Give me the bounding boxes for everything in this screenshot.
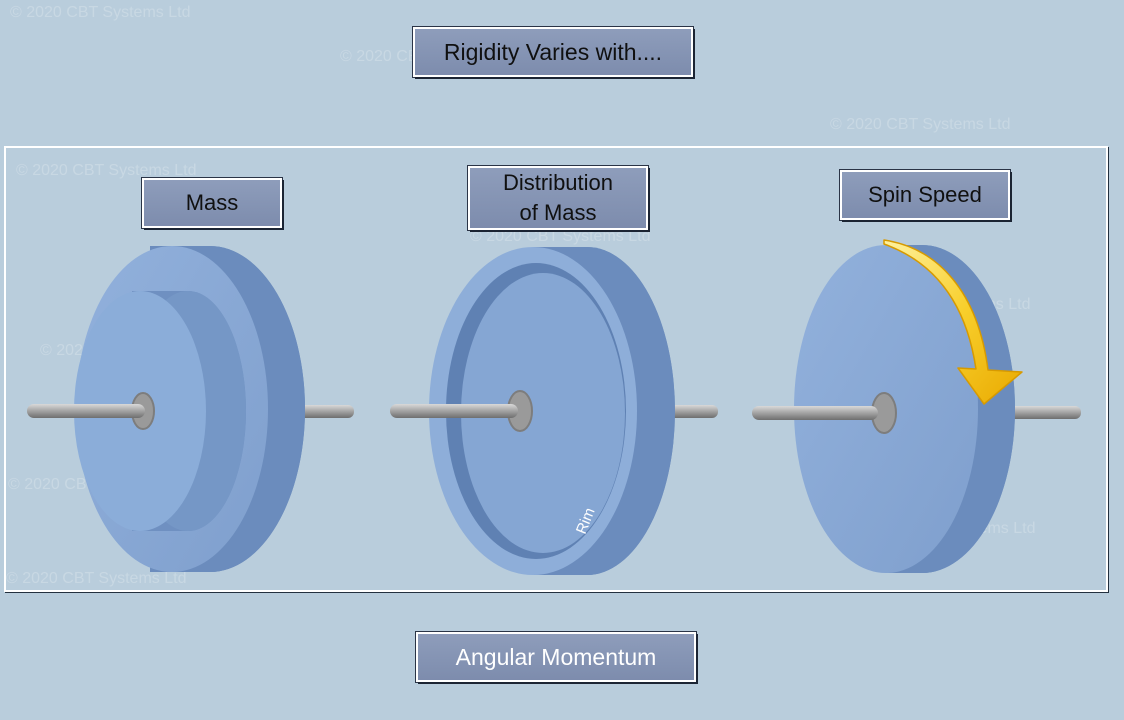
axle-left [27, 404, 145, 418]
diagram-panel [4, 146, 1108, 592]
axle-right [1005, 406, 1081, 419]
distribution-of-mass-label: Distribution of Mass [468, 166, 648, 230]
spin-speed-label: Spin Speed [840, 170, 1010, 220]
mass-text: Mass [185, 190, 239, 215]
distribution-wheel: Rim [390, 247, 718, 575]
title-text: Rigidity Varies with.... [443, 38, 663, 65]
distribution-text-line1: Distribution [502, 170, 614, 195]
title-label: Rigidity Varies with.... [413, 27, 693, 77]
distribution-text-line2: of Mass [519, 200, 597, 225]
mass-label: Mass [142, 178, 282, 228]
angular-momentum-text: Angular Momentum [455, 643, 657, 670]
mass-wheel [27, 246, 354, 572]
angular-momentum-label: Angular Momentum [416, 632, 696, 682]
spin-speed-wheel [752, 239, 1081, 573]
rotation-arrow-icon [883, 239, 1023, 405]
axle-left [390, 404, 518, 418]
spin-speed-text: Spin Speed [868, 182, 982, 207]
axle-left [752, 406, 878, 420]
rim-recess-face [461, 273, 625, 553]
axle-right [292, 405, 354, 418]
